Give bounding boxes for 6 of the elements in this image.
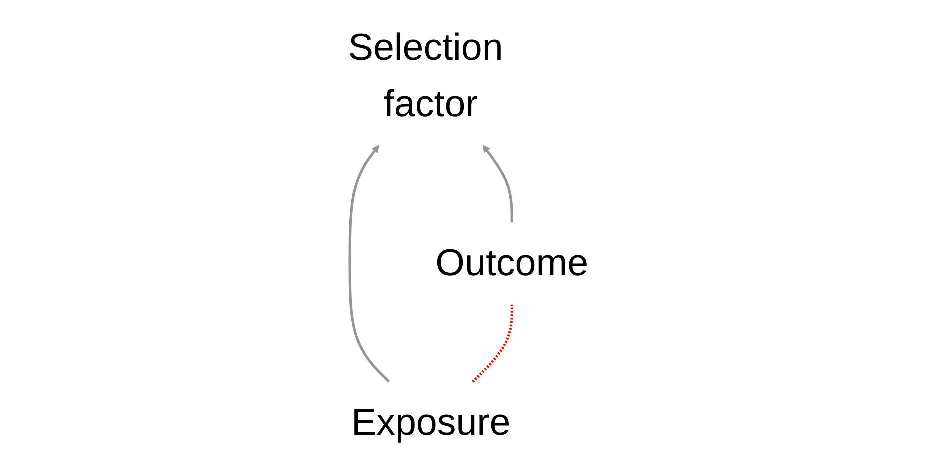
node-text: Selection factor bbox=[348, 26, 504, 126]
node-text: Exposure bbox=[351, 402, 511, 444]
connector bbox=[472, 304, 514, 383]
arrow bbox=[482, 145, 514, 223]
node-text: Outcome bbox=[436, 242, 589, 284]
arrow bbox=[348, 145, 390, 383]
